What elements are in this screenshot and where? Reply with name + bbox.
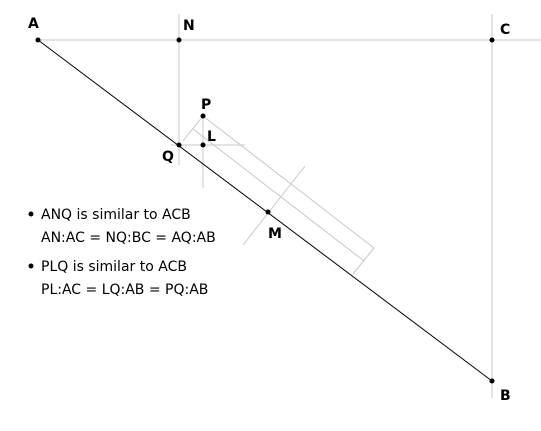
line-m-perp [242,165,306,246]
point-c [489,37,495,43]
point-l [200,142,206,148]
box-line-inner [192,128,365,262]
box-line-end [352,247,375,275]
note-bullet [28,263,34,269]
construction-lines [38,14,541,398]
note-2: PLQ is similar to ACB PL:AC = LQ:AB = PQ… [28,259,208,298]
point-n [176,37,182,43]
box-line-top [202,115,375,249]
label-n: N [183,18,195,34]
point-q [176,142,182,148]
label-p: P [201,97,211,113]
note-bullet [28,211,34,217]
point-m [265,209,271,215]
label-m: M [268,226,282,242]
label-b: B [500,388,511,404]
label-a: A [28,16,39,32]
note-ratio: PL:AC = LQ:AB = PQ:AB [41,282,208,298]
note-ratio: AN:AC = NQ:BC = AQ:AB [41,230,216,246]
note-1: ANQ is similar to ACB AN:AC = NQ:BC = AQ… [28,207,216,246]
box-line-short [182,115,204,142]
points [35,37,495,384]
point-p [200,113,206,119]
note-statement: ANQ is similar to ACB [41,207,191,223]
label-q: Q [162,149,174,165]
point-a [35,37,41,43]
label-c: C [500,22,510,38]
point-b [489,378,495,384]
line-ab [37,39,493,382]
label-l: L [207,129,216,145]
note-statement: PLQ is similar to ACB [41,259,187,275]
